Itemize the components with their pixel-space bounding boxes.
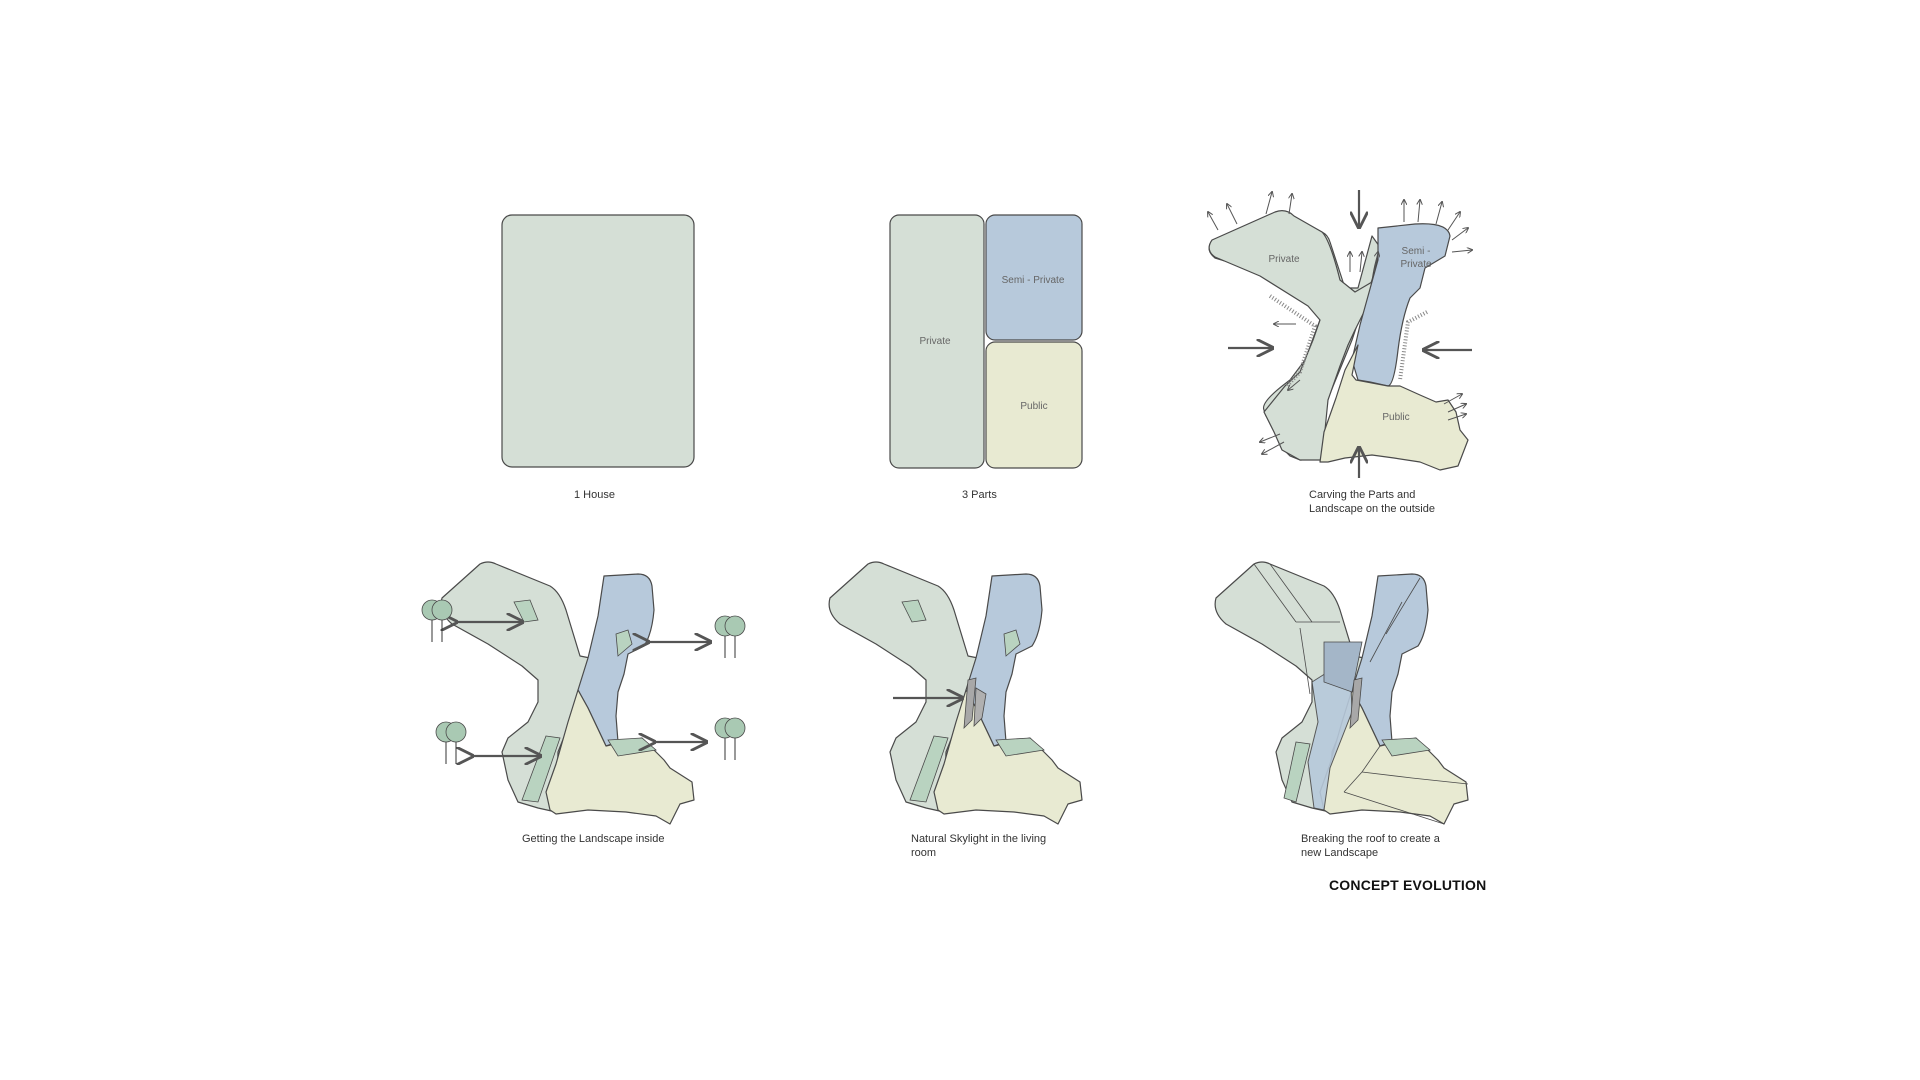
skylight-strip (963, 677, 977, 730)
caption-breaking-roof: Breaking the roof to create a new Landsc… (1301, 832, 1440, 860)
landscape-inside-1 (909, 735, 949, 803)
roof-break-lines (1253, 563, 1469, 825)
zone-label-public: Public (1020, 401, 1047, 412)
landscape-inside-1 (1283, 741, 1311, 803)
caption-skylight: Natural Skylight in the living room (911, 832, 1046, 860)
skylight-spot-2 (1003, 629, 1021, 657)
caption-breaking-line-1: Breaking the roof to create a (1301, 833, 1440, 845)
caption-landscape-inside: Getting the Landscape inside (522, 833, 665, 845)
landscape-strip-left (1268, 294, 1318, 388)
skylight-spot-2 (615, 629, 633, 657)
caption-carving-line-2: Landscape on the outside (1309, 503, 1435, 515)
panel-carving: Private Semi - Private Public (1208, 190, 1472, 478)
caption-breaking-line-2: new Landscape (1301, 847, 1379, 859)
semi-private-block (985, 214, 1083, 341)
roof-break-dark (1323, 641, 1363, 693)
outward-arrows (1208, 192, 1472, 454)
panel-landscape-inside (440, 561, 695, 825)
zone-label-private: Private (1268, 254, 1300, 265)
public-carved (1319, 344, 1469, 471)
tree-icons (421, 599, 746, 764)
zone-label-private: Private (919, 336, 951, 347)
caption-carving-line-1: Carving the Parts and (1309, 489, 1416, 501)
landscape-inside-2 (995, 737, 1045, 757)
tree-icon (714, 615, 746, 658)
zone-label-semi-1: Semi - (1402, 246, 1431, 257)
landscape-inside-2 (1381, 737, 1431, 757)
caption-1-house: 1 House (574, 489, 615, 501)
zone-label-semi-private: Semi - Private (1002, 275, 1065, 286)
tree-icon (435, 721, 467, 764)
skylight-spot-1 (901, 599, 927, 623)
page-title: CONCEPT EVOLUTION (1329, 877, 1487, 893)
private-block (889, 214, 985, 469)
panel-breaking-roof (1214, 561, 1469, 825)
skylight-strip (1349, 677, 1363, 730)
caption-carving: Carving the Parts and Landscape on the o… (1309, 488, 1435, 516)
caption-skylight-line-2: room (911, 847, 937, 859)
panel-1-house (501, 214, 695, 468)
panel-3-parts: Private Semi - Private Public (889, 214, 1083, 469)
caption-skylight-line-1: Natural Skylight in the living (911, 833, 1047, 845)
zone-label-semi-2: Private (1400, 259, 1432, 270)
house-block (501, 214, 695, 468)
panel-skylight (828, 561, 1083, 825)
panel-4-arrows (456, 622, 710, 756)
landscape-strip-right (1398, 310, 1428, 381)
tree-icon (714, 717, 746, 760)
public-block (985, 341, 1083, 469)
landscape-inside-1 (521, 735, 561, 803)
caption-3-parts: 3 Parts (962, 489, 997, 501)
zone-label-public: Public (1382, 412, 1409, 423)
skylight-strip-2 (973, 687, 987, 728)
tree-icon (421, 599, 453, 642)
